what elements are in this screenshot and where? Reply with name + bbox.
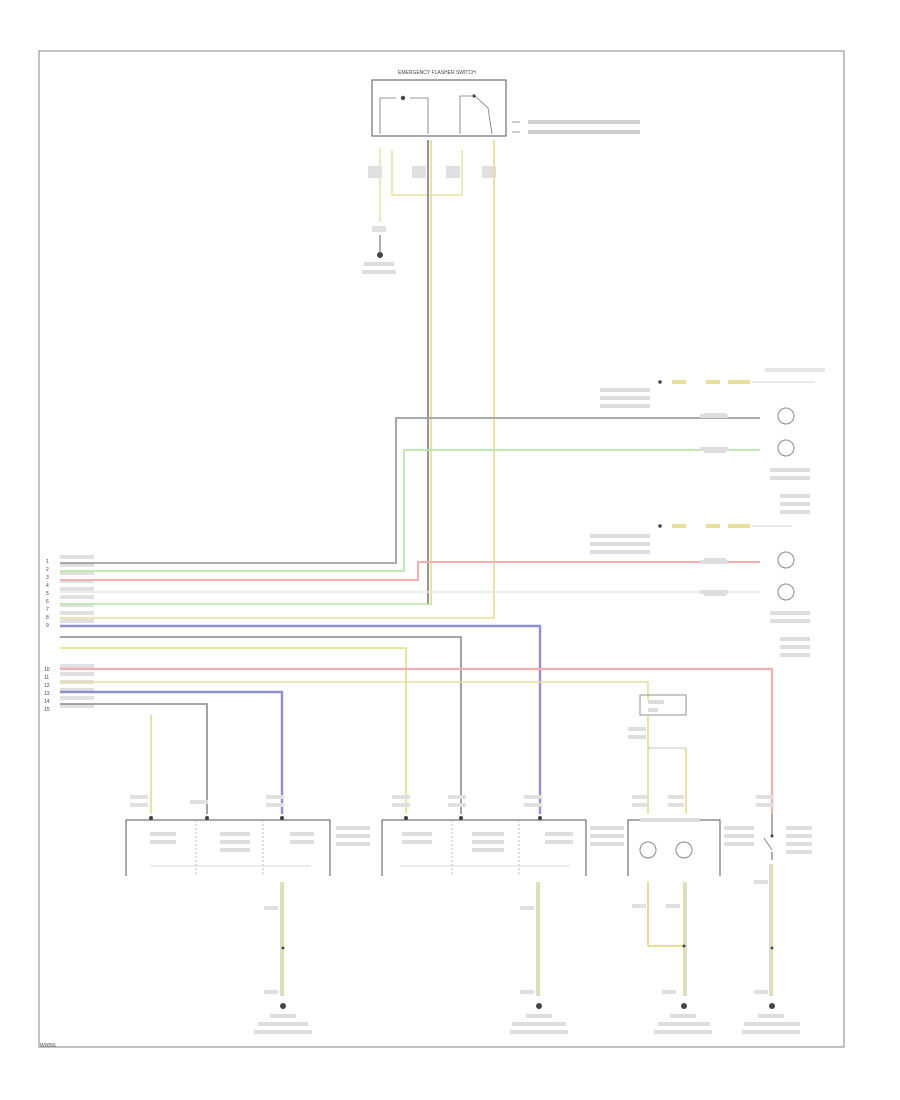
diagram-frame [38, 50, 845, 1048]
wire-red-top [60, 561, 760, 581]
svg-text:11: 11 [44, 675, 49, 681]
svg-text:6: 6 [46, 599, 49, 605]
ground-leads [264, 864, 775, 1009]
wire-gray-left [60, 703, 208, 814]
svg-text:14: 14 [44, 699, 50, 705]
wire-gray-top [60, 417, 760, 564]
svg-text:7: 7 [46, 607, 49, 613]
wire-gray-blue [60, 624, 542, 814]
wire-green-top [60, 449, 760, 572]
svg-text:4: 4 [46, 583, 49, 589]
license-lamps-connector [627, 795, 754, 876]
svg-text:9: 9 [46, 623, 49, 629]
wire-blue-left [60, 690, 284, 814]
svg-text:15: 15 [44, 707, 50, 713]
svg-text:13: 13 [44, 691, 50, 697]
svg-text:12: 12 [44, 683, 50, 689]
wire-red-bottom [60, 667, 774, 814]
svg-text:10: 10 [44, 667, 50, 673]
svg-text:5: 5 [46, 591, 49, 597]
diagram-id-label: W0056 [40, 1043, 56, 1049]
wire-yellow-right [60, 647, 407, 814]
high-mount-stop-lamp [756, 795, 812, 860]
svg-text:8: 8 [46, 615, 49, 621]
left-turn-lamp-connector [125, 795, 370, 876]
top-switch-label: EMERGENCY FLASHER SWITCH [398, 70, 476, 76]
svg-text:1: 1 [46, 559, 49, 565]
top-switch-stubs [362, 148, 496, 274]
wire-yellow-bottom [60, 681, 649, 700]
right-lamp-group-upper [600, 368, 825, 514]
svg-text:3: 3 [46, 575, 49, 581]
right-lamp-group-lower [590, 524, 810, 657]
wire-label-strips [704, 413, 726, 596]
wire-gray-mid [60, 636, 462, 814]
right-turn-lamp-connector [381, 795, 624, 876]
ground-label-strips [254, 1014, 800, 1034]
license-lamp-feed [628, 694, 687, 814]
top-switch: EMERGENCY FLASHER SWITCH [371, 70, 640, 137]
svg-text:2: 2 [46, 567, 49, 573]
